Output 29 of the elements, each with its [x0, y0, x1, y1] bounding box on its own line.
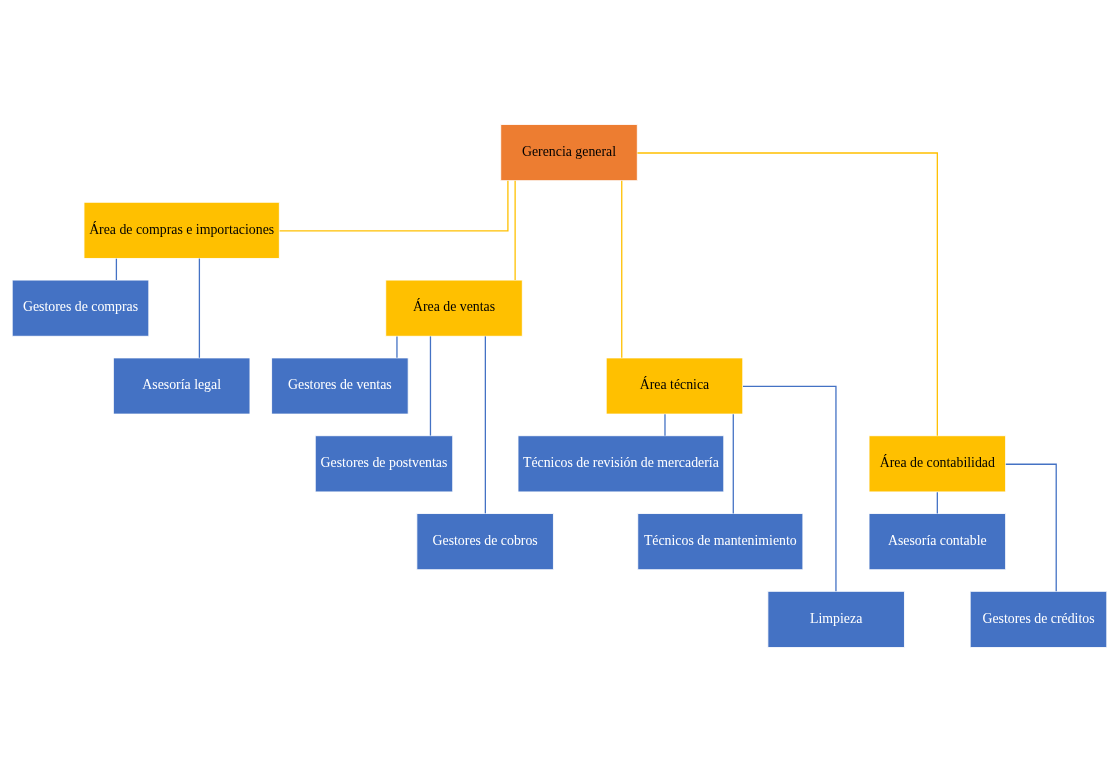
connector: [278, 180, 509, 232]
node-box: Gestores de cobros: [416, 513, 554, 571]
connector: [484, 335, 486, 514]
node-box: Gestores de créditos: [969, 590, 1108, 648]
connector: [396, 335, 398, 359]
connector: [664, 413, 666, 437]
connector: [742, 385, 837, 592]
connector: [429, 335, 432, 437]
connector: [1005, 463, 1057, 592]
node-box: Técnicos de revisión de mercadería: [517, 435, 725, 493]
node-box: Asesoría contable: [868, 513, 1007, 571]
node-box: Limpieza: [767, 590, 905, 648]
node-box: Técnicos de mantenimiento: [637, 513, 804, 571]
node-box: Gestores de compras: [11, 279, 150, 337]
node-box: Gestores de ventas: [271, 357, 409, 415]
node-box: Área de contabilidad: [868, 435, 1007, 493]
node-box: Gestores de postventas: [314, 435, 454, 493]
connector: [621, 180, 623, 359]
node-box: Gerencia general: [500, 124, 638, 182]
connector: [936, 491, 938, 515]
node-box: Área de compras e importaciones: [83, 201, 280, 259]
connector: [115, 258, 118, 281]
node-box: Asesoría legal: [112, 357, 251, 415]
connector: [198, 257, 201, 359]
node-box: Área técnica: [605, 357, 744, 415]
node-box: Área de ventas: [385, 279, 523, 337]
connector: [732, 413, 734, 515]
connector: [636, 152, 938, 437]
connector: [514, 180, 516, 281]
